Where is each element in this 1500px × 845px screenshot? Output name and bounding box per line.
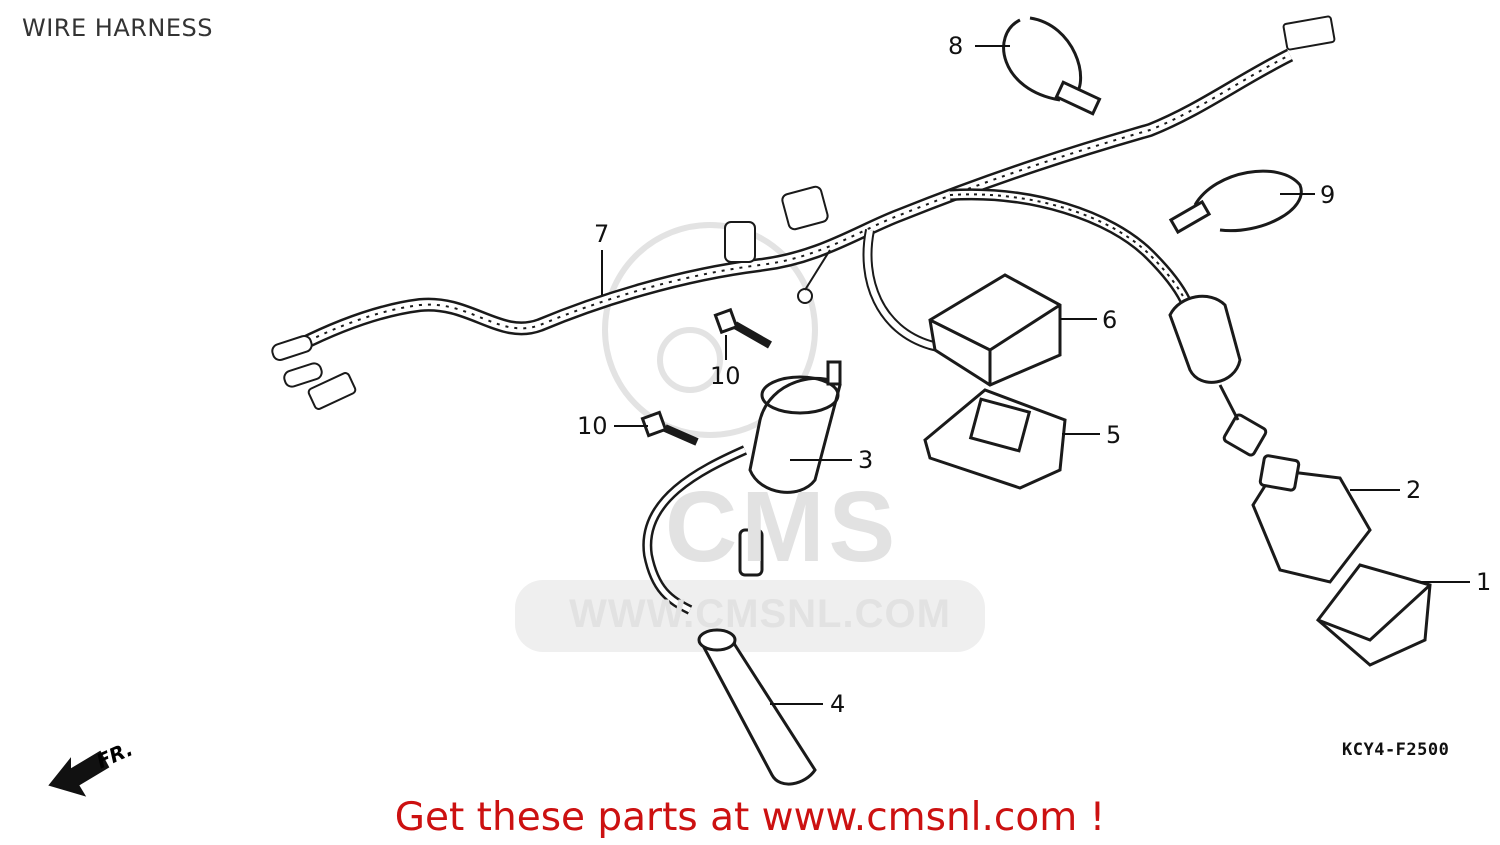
bolt-10-lower[interactable] [640, 410, 699, 446]
leader-lines [601, 45, 1470, 705]
unit-6[interactable] [928, 273, 1062, 387]
promo-banner-link[interactable]: Get these parts at www.cmsnl.com ! [394, 795, 1106, 840]
callout-6[interactable]: 6 [1102, 306, 1117, 334]
callout-2[interactable]: 2 [1406, 476, 1421, 504]
callout-9[interactable]: 9 [1320, 181, 1335, 209]
ignition-coil-3[interactable] [642, 360, 842, 615]
callout-7[interactable]: 7 [594, 220, 609, 248]
callout-10-lower[interactable]: 10 [577, 412, 608, 440]
direction-arrow [48, 750, 110, 797]
callout-4[interactable]: 4 [830, 690, 845, 718]
unit-1[interactable] [1315, 563, 1432, 667]
bolt-10-upper[interactable] [713, 307, 772, 349]
main-wire-harness[interactable] [271, 15, 1336, 410]
diagram-code: KCY4-F2500 [1342, 740, 1450, 760]
watermark-logo: CMS [665, 471, 900, 583]
wire-sensor[interactable] [1168, 294, 1268, 457]
callout-1[interactable]: 1 [1476, 568, 1491, 596]
plug-cap-4[interactable] [697, 628, 817, 786]
callout-3[interactable]: 3 [858, 446, 873, 474]
callout-labels: 1 2 3 4 5 6 7 8 9 10 10 [577, 32, 1491, 718]
callout-5[interactable]: 5 [1106, 421, 1121, 449]
callout-10-upper[interactable]: 10 [710, 362, 741, 390]
watermark-graphic [515, 222, 985, 652]
unit-2[interactable] [1251, 454, 1372, 584]
bracket-5[interactable] [923, 388, 1067, 490]
callout-8[interactable]: 8 [948, 32, 963, 60]
band-8[interactable] [1002, 16, 1102, 116]
watermark-url: WWW.CMSNL.COM [569, 592, 951, 636]
band-9[interactable] [1168, 169, 1303, 235]
diagram-title: WIRE HARNESS [22, 14, 214, 42]
